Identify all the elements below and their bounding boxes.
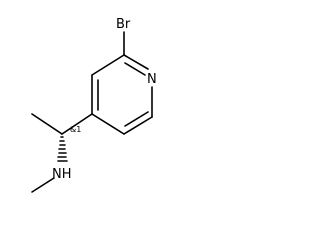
amine-nitrogen-atom-label: NH [52,167,72,182]
bond-n1-c2-inner [124,62,146,76]
bond-nh-methyl [31,177,55,193]
pyridine-ring [91,54,153,135]
bond-c2-c3 [91,54,125,76]
hashed-wedge-bond [57,136,68,162]
ring-nitrogen-atom-label: N [147,72,157,87]
bond-c5-c6-inner [124,111,149,127]
bond-c4-c5 [91,113,125,135]
bond-c4-chiral [61,113,93,135]
bromine-atom-label: Br [116,17,131,32]
bond-chiral-methyl [31,113,63,135]
bond-c5-c6 [123,116,153,135]
molecule-structure: Br N NH &1 [31,17,157,193]
stereo-flag-label: &1 [70,125,81,134]
bond-n1-c2 [123,54,149,70]
